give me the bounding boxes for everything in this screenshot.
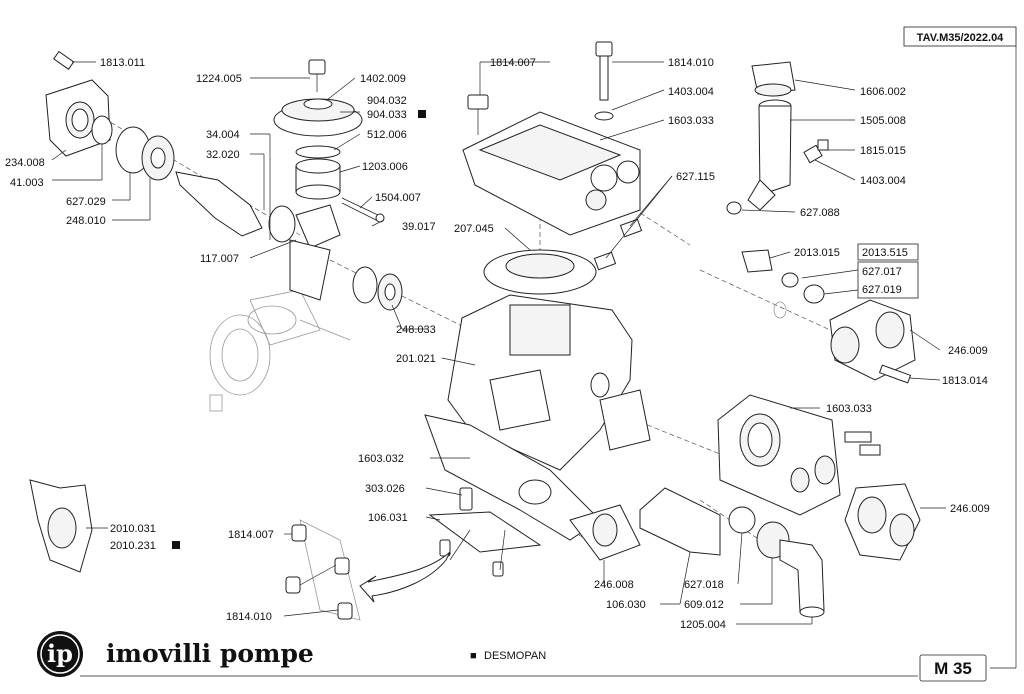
label-1403-004-top: 1403.004 <box>668 86 714 98</box>
label-248-010: 248.010 <box>66 215 106 227</box>
label-234-008: 234.008 <box>5 157 45 169</box>
label-1224-005: 1224.005 <box>196 73 242 85</box>
label-1813-014: 1813.014 <box>942 375 988 387</box>
model-box: M 35 <box>919 654 987 682</box>
logo-letters: ip <box>47 639 73 668</box>
brand-name: imovilli pompe <box>106 639 314 668</box>
label-1402-009: 1402.009 <box>360 73 406 85</box>
label-34-004: 34.004 <box>206 129 240 141</box>
label-1814-010-bottom: 1814.010 <box>226 611 272 623</box>
label-2010-231: 2010.231 <box>110 540 156 552</box>
desmopan-marker-2010-231 <box>172 541 180 549</box>
support-bracket-106-030 <box>639 487 721 556</box>
legend-marker: ■ <box>470 650 477 662</box>
label-627-018: 627.018 <box>684 579 724 591</box>
valve-head-upper <box>741 249 916 384</box>
label-246-008: 246.008 <box>594 579 634 591</box>
pump-body <box>447 294 651 471</box>
label-904-033: 904.033 <box>367 109 407 121</box>
label-32-020: 32.020 <box>206 149 240 161</box>
cover-plate-2010 <box>29 479 93 573</box>
label-627-115: 627.115 <box>676 171 715 183</box>
label-207-045: 207.045 <box>454 223 494 235</box>
label-1814-007-bottom: 1814.007 <box>228 529 274 541</box>
label-1603-033-top: 1603.033 <box>668 115 714 127</box>
label-627-019: 627.019 <box>862 284 902 296</box>
label-106-031: 106.031 <box>368 512 408 524</box>
model-code: M 35 <box>934 659 972 678</box>
label-627-029: 627.029 <box>66 196 106 208</box>
label-609-012: 609.012 <box>684 599 724 611</box>
drawing-frame <box>80 46 1017 677</box>
part-labels: 1813.011 1224.005 1402.009 904.032 904.0… <box>5 57 990 631</box>
valve-head-lower <box>844 483 921 561</box>
label-1603-032: 1603.032 <box>358 453 404 465</box>
box-627-017-019 <box>857 261 919 299</box>
label-248-033: 248.033 <box>396 324 436 336</box>
sheet-code-box: TAV.M35/2022.04 <box>903 26 1017 47</box>
label-1814-007-top: 1814.007 <box>490 57 536 69</box>
support-bracket-106-031 <box>428 487 542 577</box>
label-1403-004-right: 1403.004 <box>860 175 906 187</box>
label-1606-002: 1606.002 <box>860 86 906 98</box>
label-1205-004: 1205.004 <box>680 619 726 631</box>
leader-lines <box>51 61 946 625</box>
label-246-009-upper: 246.009 <box>948 345 988 357</box>
label-627-017: 627.017 <box>862 266 902 278</box>
valve-plate <box>717 394 881 516</box>
label-1815-015: 1815.015 <box>860 145 906 157</box>
pump-head-cover <box>462 41 643 271</box>
company-logo: ip <box>37 631 83 677</box>
sheet-code: TAV.M35/2022.04 <box>917 32 1005 44</box>
label-106-030: 106.030 <box>606 599 646 611</box>
legend: ■ DESMOPAN <box>470 650 546 662</box>
label-627-088: 627.088 <box>800 207 840 219</box>
caps-group <box>285 519 361 621</box>
label-1814-010-top: 1814.010 <box>668 57 714 69</box>
bearing-flange-assembly <box>45 50 296 243</box>
rod-bearing <box>289 239 403 311</box>
label-904-032: 904.032 <box>367 95 407 107</box>
label-246-009-lower: 246.009 <box>950 503 990 515</box>
legend-text: DESMOPAN <box>484 650 546 662</box>
direction-arrow <box>359 551 451 603</box>
label-41-003: 41.003 <box>10 177 44 189</box>
label-39-017: 39.017 <box>402 221 436 233</box>
label-1504-007: 1504.007 <box>375 192 421 204</box>
ghost-assembly-left <box>209 289 351 412</box>
diaphragm-piston-assembly <box>273 59 385 249</box>
label-303-026: 303.026 <box>365 483 405 495</box>
label-2013-515: 2013.515 <box>862 247 908 259</box>
label-117-007: 117.007 <box>200 253 239 265</box>
label-1813-011: 1813.011 <box>100 57 145 69</box>
crankcase-1603-032 <box>424 414 641 561</box>
box-2013-515 <box>857 243 919 261</box>
label-512-006: 512.006 <box>367 129 407 141</box>
diaphragm-207 <box>483 249 597 295</box>
pressure-gauge-tube <box>726 61 829 215</box>
desmopan-marker-904-033 <box>418 110 426 118</box>
label-1203-006: 1203.006 <box>362 161 408 173</box>
elbow-fitting <box>728 506 825 618</box>
label-2010-031: 2010.031 <box>110 523 156 535</box>
label-1505-008: 1505.008 <box>860 115 906 127</box>
label-2013-015: 2013.015 <box>794 247 840 259</box>
label-1603-033-right: 1603.033 <box>826 403 872 415</box>
label-201-021: 201.021 <box>396 353 436 365</box>
